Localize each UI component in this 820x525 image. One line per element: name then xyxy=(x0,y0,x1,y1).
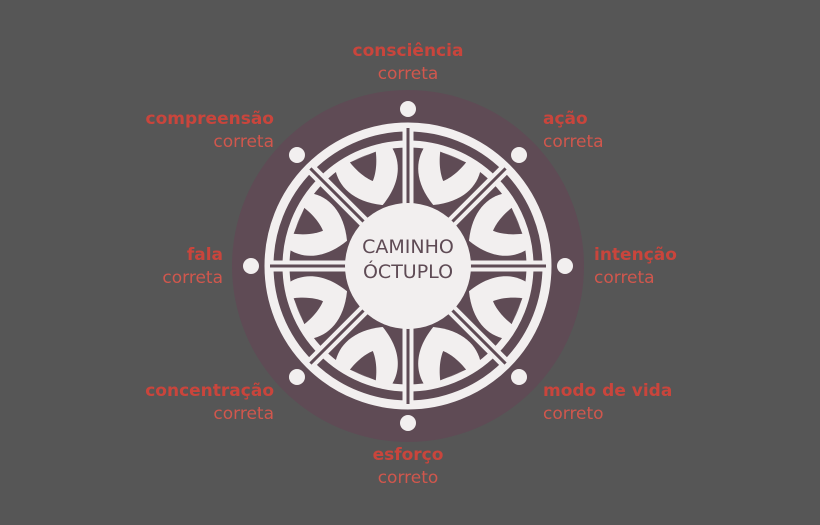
wheel-petal-notch xyxy=(293,297,324,325)
label-main: ação xyxy=(543,109,588,129)
wheel-petal xyxy=(418,145,481,206)
label-main: compreensão xyxy=(145,109,274,129)
label-intencao: intenção correta xyxy=(594,244,677,290)
wheel-petal-notch xyxy=(349,151,377,182)
wheel-petal xyxy=(468,276,529,339)
wheel-spoke-groove xyxy=(309,307,367,365)
center-title-line2: ÓCTUPLO xyxy=(362,261,454,283)
center-title-line1: CAMINHO xyxy=(362,236,454,258)
label-compreensao: compreensão correta xyxy=(120,108,274,154)
wheel-spoke-groove xyxy=(449,307,507,365)
wheel-petal-notch xyxy=(492,297,523,325)
label-sub: correta xyxy=(162,268,223,288)
wheel-petal xyxy=(335,326,398,387)
label-sub: correta xyxy=(213,132,274,152)
wheel-petal xyxy=(287,193,348,256)
wheel-rim-dots xyxy=(243,101,573,431)
wheel-petal-notch xyxy=(349,350,377,381)
wheel-rim-dot xyxy=(557,258,573,274)
label-sub: correta xyxy=(377,64,439,84)
label-acao: ação correta xyxy=(543,108,604,154)
label-sub: correta xyxy=(594,268,655,288)
wheel-rim-dot xyxy=(511,146,528,163)
label-concentracao: concentração correta xyxy=(118,380,274,426)
wheel-rim-dot xyxy=(288,146,305,163)
wheel-rim-dot xyxy=(511,369,528,386)
wheel-petals xyxy=(287,145,529,387)
wheel-petal-notch xyxy=(492,207,523,235)
label-sub: correto xyxy=(377,468,439,488)
label-fala: fala correta xyxy=(140,244,223,290)
wheel-hub xyxy=(345,203,471,329)
center-title: CAMINHO ÓCTUPLO xyxy=(330,235,486,285)
label-sub: correto xyxy=(543,404,604,424)
label-main: fala xyxy=(186,245,223,265)
label-esforco: esforço correto xyxy=(358,444,458,490)
wheel-spoke-groove xyxy=(309,167,367,225)
wheel-spoke-groove xyxy=(449,167,507,225)
wheel-petal xyxy=(335,145,398,206)
label-sub: correta xyxy=(213,404,274,424)
label-main: concentração xyxy=(145,381,274,401)
wheel-petal xyxy=(287,276,348,339)
wheel-petal-notch xyxy=(293,207,324,235)
wheel-rim-dot xyxy=(243,258,259,274)
wheel-rim-dot xyxy=(400,101,416,117)
label-consciencia: consciência correta xyxy=(352,40,464,86)
label-main: modo de vida xyxy=(543,381,673,401)
wheel-petal-notch xyxy=(439,151,467,182)
label-sub: correta xyxy=(543,132,604,152)
wheel-rim-dot xyxy=(400,415,416,431)
wheel-rim-dot xyxy=(288,369,305,386)
label-modo-de-vida: modo de vida correto xyxy=(543,380,672,426)
label-main: esforço xyxy=(372,445,444,465)
wheel-petal xyxy=(468,193,529,256)
wheel-spokes xyxy=(270,128,546,404)
wheel-petal-notch xyxy=(439,350,467,381)
label-main: intenção xyxy=(594,245,677,265)
label-main: consciência xyxy=(352,41,464,61)
wheel-petal xyxy=(418,326,481,387)
wheel-outer-ring xyxy=(264,122,552,410)
